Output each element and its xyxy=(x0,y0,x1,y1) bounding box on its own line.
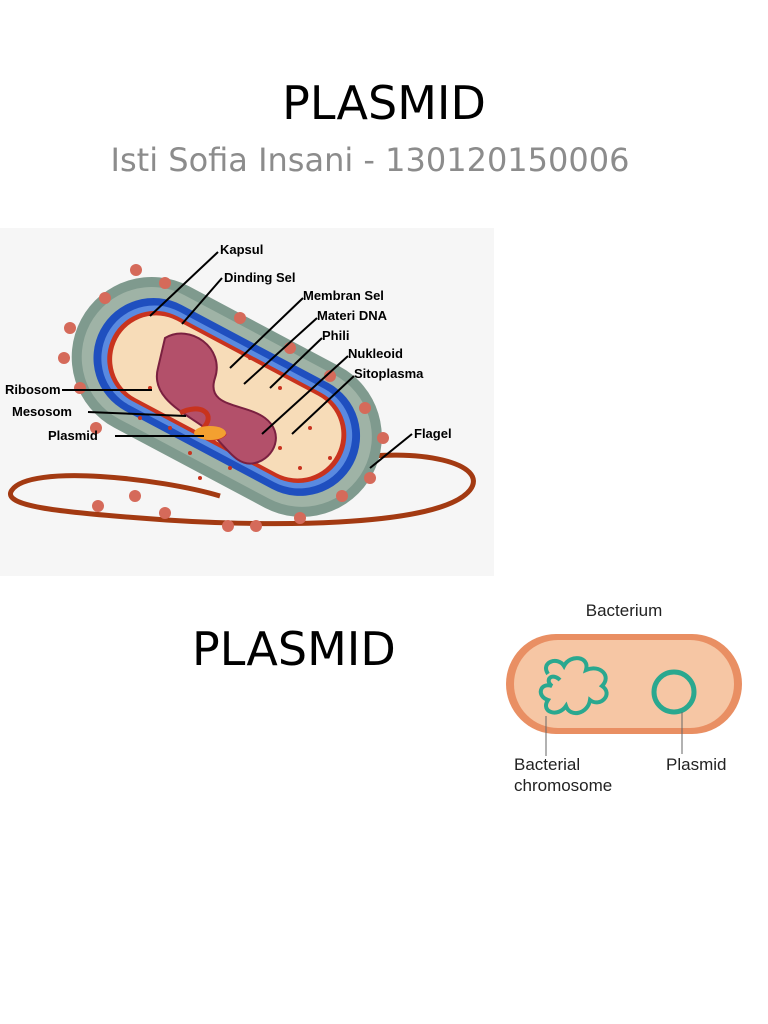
label-mesosom: Mesosom xyxy=(12,404,72,419)
label-kapsul: Kapsul xyxy=(220,242,263,257)
pili xyxy=(58,264,389,532)
plasmid-ring xyxy=(651,669,697,715)
label-materi-dna: Materi DNA xyxy=(317,308,388,323)
label-flagel: Flagel xyxy=(414,426,452,441)
bacterial-cell-diagram: Kapsul Dinding Sel Membran Sel Materi DN… xyxy=(0,228,494,576)
nucleoid xyxy=(155,332,277,465)
label-nukleoid: Nukleoid xyxy=(348,346,403,361)
page-title: PLASMID xyxy=(282,76,486,130)
bacterium-diagram: Bacterium Bacterial chromosome Plasmid xyxy=(506,601,742,795)
label-ribosom: Ribosom xyxy=(5,382,61,397)
label-plasmid-small: Plasmid xyxy=(666,755,726,774)
ribosomes xyxy=(138,356,332,480)
label-phili: Phili xyxy=(322,328,349,343)
flagellum xyxy=(7,452,476,527)
plasmid-spot xyxy=(194,426,226,440)
label-membran-sel: Membran Sel xyxy=(303,288,384,303)
label-sitoplasma: Sitoplasma xyxy=(354,366,424,381)
label-leader-lines xyxy=(62,251,413,469)
label-bacterial-chromosome-line1: Bacterial xyxy=(514,755,580,774)
bacterial-chromosome xyxy=(538,656,609,716)
label-plasmid: Plasmid xyxy=(48,428,98,443)
author-subtitle: Isti Sofia Insani - 130120150006 xyxy=(110,141,630,179)
section-title: PLASMID xyxy=(192,622,396,676)
label-bacterial-chromosome-line2: chromosome xyxy=(514,776,612,795)
label-bacterium: Bacterium xyxy=(586,601,663,620)
label-dinding-sel: Dinding Sel xyxy=(224,270,296,285)
